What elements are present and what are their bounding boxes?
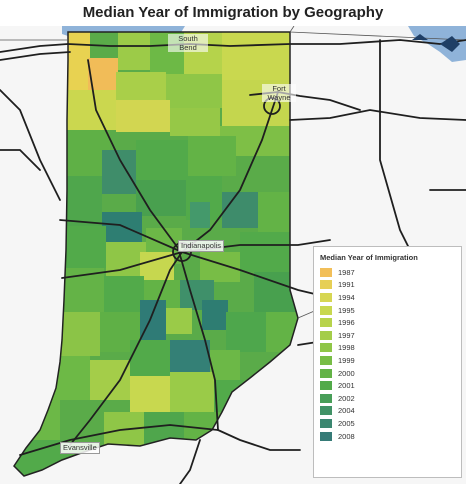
legend-item: 2000: [320, 367, 455, 380]
legend-item: 2002: [320, 392, 455, 405]
legend-label: 1994: [338, 292, 355, 302]
legend-item: 1999: [320, 354, 455, 367]
legend-label: 1995: [338, 305, 355, 315]
legend-swatch: [320, 418, 332, 428]
legend-items: 1987 1991 1994 1995 1996 1997 1998 1999 2000 2001…: [320, 266, 455, 442]
legend-item: 2008: [320, 430, 455, 443]
legend-item: 1997: [320, 329, 455, 342]
legend-swatch: [320, 381, 332, 391]
city-label-south-bend: South Bend: [168, 34, 208, 52]
legend-label: 2001: [338, 381, 355, 391]
legend-label: 1999: [338, 355, 355, 365]
indiana-outline: [13, 31, 299, 477]
city-label-indianapolis: Indianapolis: [178, 240, 225, 252]
legend-label: 1987: [338, 267, 355, 277]
legend-label: 2000: [338, 368, 355, 378]
ne-water: [412, 34, 460, 52]
legend-item: 2005: [320, 417, 455, 430]
legend-item: 1994: [320, 291, 455, 304]
legend-swatch: [320, 267, 332, 277]
legend-label: 1991: [338, 280, 355, 290]
legend-label: 2002: [338, 393, 355, 403]
legend-label: 1996: [338, 318, 355, 328]
legend-swatch: [320, 406, 332, 416]
legend-label: 2008: [338, 431, 355, 441]
legend-swatch: [320, 330, 332, 340]
legend-swatch: [320, 343, 332, 353]
legend-label: 2004: [338, 406, 355, 416]
city-label-fort-wayne: Fort Wayne: [262, 84, 296, 102]
legend-swatch: [320, 292, 332, 302]
legend-item: 1995: [320, 304, 455, 317]
legend-swatch: [320, 318, 332, 328]
legend-label: 1997: [338, 330, 355, 340]
legend-item: 2001: [320, 379, 455, 392]
legend-swatch: [320, 280, 332, 290]
legend-item: 1987: [320, 266, 455, 279]
legend-label: 1998: [338, 343, 355, 353]
legend-swatch: [320, 368, 332, 378]
legend-label: 2005: [338, 418, 355, 428]
legend-swatch: [320, 355, 332, 365]
legend-item: 1998: [320, 342, 455, 355]
city-label-evansville: Evansville: [60, 442, 100, 454]
legend-title: Median Year of Immigration: [320, 253, 418, 262]
legend-swatch: [320, 305, 332, 315]
legend-item: 1996: [320, 316, 455, 329]
legend-swatch: [320, 431, 332, 441]
map-title: Median Year of Immigration by Geography: [82, 4, 384, 21]
legend-swatch: [320, 393, 332, 403]
legend-item: 1991: [320, 279, 455, 292]
legend-item: 2004: [320, 405, 455, 418]
